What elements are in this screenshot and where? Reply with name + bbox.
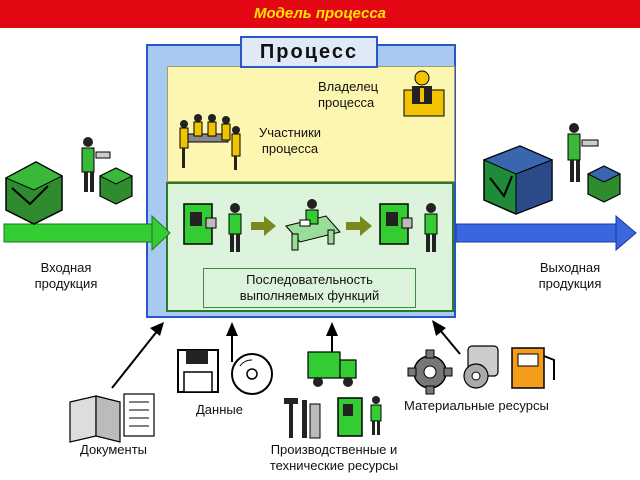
documents-label: Документы	[80, 442, 148, 457]
gear-icon	[407, 349, 453, 395]
tools-icon	[284, 398, 321, 439]
material-resources-label: Материальные ресурсы	[404, 398, 549, 413]
data-arrow	[226, 322, 238, 362]
documents-arrow	[111, 322, 164, 389]
production-arrow	[326, 322, 338, 352]
function-step-3-icon	[379, 203, 438, 252]
input-worker-icon	[81, 137, 134, 205]
production-resources-label: Производственные и технические ресурсы	[269, 442, 399, 473]
truck-icon	[307, 351, 357, 387]
machine-worker-icon	[337, 396, 382, 437]
header-title: Модель процесса	[253, 5, 387, 22]
paper-roll-icon	[463, 345, 499, 389]
owner-label: Владелец процесса	[318, 79, 379, 110]
owner-icon	[403, 70, 445, 117]
output-worker-icon	[567, 123, 622, 203]
function-step-2-icon	[285, 199, 341, 251]
input-box-icon	[4, 161, 64, 225]
input-label: Входная продукция	[34, 260, 98, 291]
process-title: Процесс	[240, 36, 378, 68]
fuel-pump-icon	[511, 347, 555, 389]
output-box-icon	[482, 145, 554, 215]
output-arrow	[455, 214, 637, 252]
cd-disk-icon	[231, 353, 273, 395]
header-bar: Модель процесса	[0, 0, 640, 28]
documents-icon	[69, 393, 155, 443]
sequence-label: Последовательность выполняемых функций	[203, 268, 416, 308]
output-label: Выходная продукция	[538, 260, 602, 291]
step-arrow-2	[346, 216, 372, 236]
step-arrow-1	[251, 216, 276, 236]
data-label: Данные	[196, 402, 243, 417]
participants-label: Участники процесса	[258, 125, 322, 156]
participants-icon	[179, 114, 241, 170]
material-arrow	[432, 320, 461, 355]
input-arrow	[3, 214, 171, 252]
floppy-disk-icon	[177, 349, 219, 393]
function-step-1-icon	[183, 203, 242, 252]
